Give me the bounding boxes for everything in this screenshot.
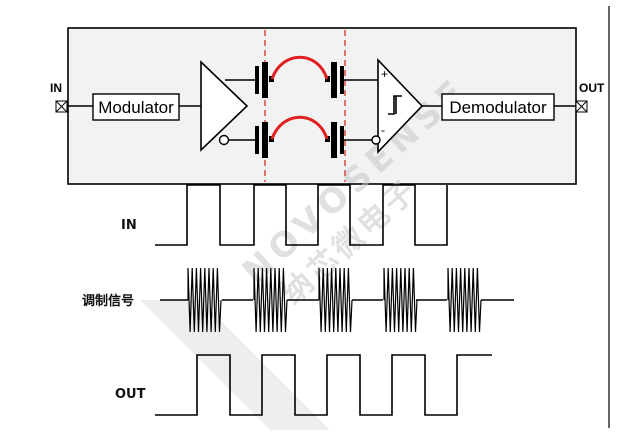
- modulated-burst-3: [318, 267, 353, 333]
- input-port-label: IN: [50, 81, 62, 95]
- top-bond-wire: [270, 55, 329, 80]
- comparator-minus-sign: -: [381, 123, 385, 137]
- out-waveform: [155, 354, 492, 416]
- bottom-bond-wire: [270, 115, 329, 140]
- bottom-isolation-capacitors: [255, 122, 372, 158]
- modulated-burst-5: [447, 267, 482, 333]
- modulated-burst-4: [383, 267, 418, 333]
- hysteresis-icon: [388, 95, 402, 115]
- demodulator-label: Demodulator: [449, 98, 547, 117]
- output-port-pin: [575, 100, 588, 113]
- top-isolation-capacitors: [255, 62, 378, 98]
- driver-buffer: [200, 60, 255, 152]
- waveform-in-label: IN: [121, 218, 137, 233]
- demodulator-block: [441, 93, 555, 121]
- modulated-waveform: [160, 267, 514, 333]
- schmitt-comparator: [371, 58, 424, 154]
- output-port-label: OUT: [579, 81, 605, 95]
- waveform-out-label: OUT: [115, 387, 146, 402]
- watermark-arrow: [140, 300, 330, 430]
- comparator-plus-sign: +: [381, 67, 388, 81]
- modulator-label: Modulator: [98, 98, 174, 117]
- modulated-burst-2: [253, 267, 288, 333]
- waveform-modulated-label: 调制信号: [82, 293, 134, 309]
- input-port-pin: [55, 100, 68, 113]
- in-waveform: [155, 184, 448, 246]
- modulated-burst-1: [187, 267, 222, 333]
- modulator-block: [92, 93, 180, 121]
